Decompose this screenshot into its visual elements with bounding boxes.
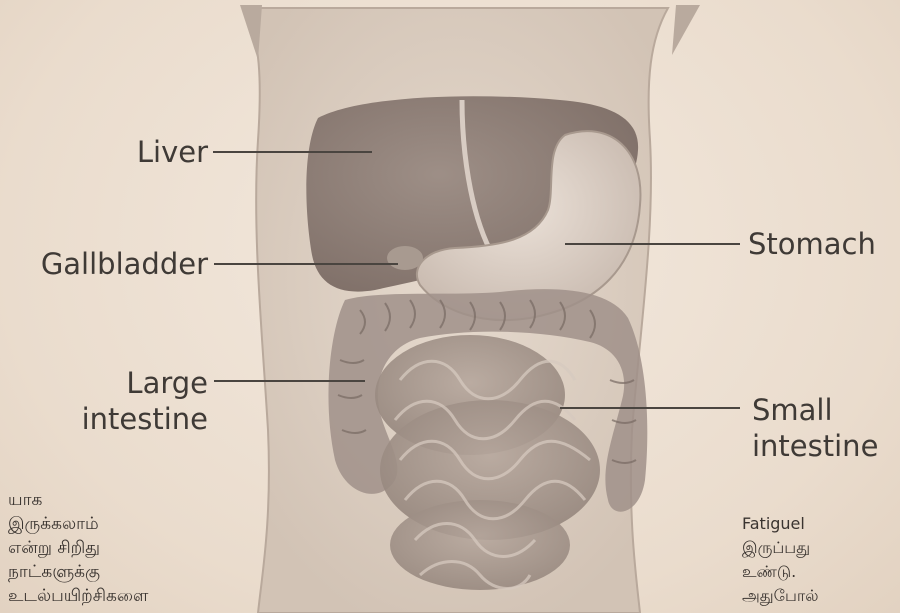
left-text-line: இருக்கலாம் [8, 512, 248, 536]
right-text-line: அதுபோல் [742, 584, 892, 608]
left-text-line: நாட்களுக்கு [8, 560, 248, 584]
left-text-line: உடல்பயிற்சிகளை [8, 584, 248, 608]
left-text-line: யாக [8, 488, 248, 512]
label-large-intestine-line2: intestine [40, 401, 208, 437]
label-large-intestine: Large intestine [40, 365, 208, 437]
right-text-line: இருப்பது [742, 536, 892, 560]
label-large-intestine-line1: Large [40, 365, 208, 401]
left-text-line: என்று சிறிது [8, 536, 248, 560]
right-column-text: Fatiguel இருப்பது உண்டு. அதுபோல் [742, 512, 892, 608]
label-stomach: Stomach [748, 226, 898, 262]
shoulder-right [672, 5, 700, 55]
label-liver: Liver [112, 134, 208, 170]
right-text-line: Fatiguel [742, 512, 892, 536]
label-gallbladder: Gallbladder [8, 246, 208, 282]
left-column-text: யாக இருக்கலாம் என்று சிறிது நாட்களுக்கு … [8, 488, 248, 608]
gallbladder-shape [387, 246, 423, 270]
label-small-intestine-line1: Small [752, 392, 898, 428]
label-small-intestine: Small intestine [752, 392, 898, 464]
label-small-intestine-line2: intestine [752, 428, 898, 464]
right-text-line: உண்டு. [742, 560, 892, 584]
